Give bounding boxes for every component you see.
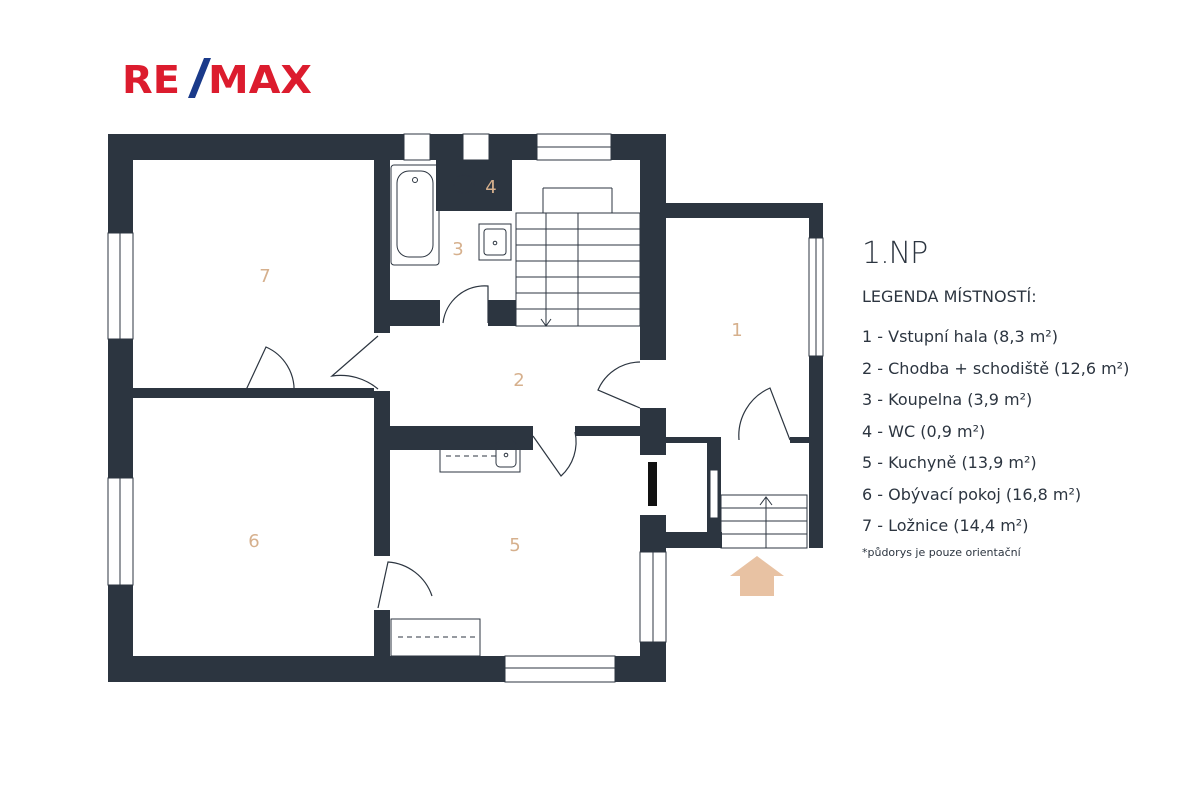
room-label-3: 3 xyxy=(452,239,463,260)
legend-item: 6 - Obývací pokoj (16,8 m²) xyxy=(862,484,1082,504)
svg-text:RE: RE xyxy=(122,58,180,98)
legend-item: 4 - WC (0,9 m²) xyxy=(862,421,986,441)
legend-item: 1 - Vstupní hala (8,3 m²) xyxy=(862,327,1058,346)
floor-title: 1.NP xyxy=(862,236,928,271)
room-label-4: 4 xyxy=(485,177,496,198)
legend-item: 2 - Chodba + schodiště (12,6 m²) xyxy=(862,358,1130,378)
legend-list: 1 - Vstupní hala (8,3 m²) 2 - Chodba + s… xyxy=(862,326,1129,547)
remax-logo: RE MAX xyxy=(122,58,312,98)
entrance-arrow xyxy=(730,556,784,596)
disclaimer-note: *půdorys je pouze orientační xyxy=(862,546,1021,559)
stairs xyxy=(515,187,808,549)
room-label-1: 1 xyxy=(731,320,742,341)
legend-item: 7 - Ložnice (14,4 m²) xyxy=(862,516,1029,535)
fixtures xyxy=(390,164,521,657)
legend-title: LEGENDA MÍSTNOSTÍ: xyxy=(862,287,1037,306)
legend-item: 5 - Kuchyně (13,9 m²) xyxy=(862,453,1037,472)
svg-text:MAX: MAX xyxy=(208,58,312,98)
room-label-2: 2 xyxy=(513,370,524,391)
walls xyxy=(108,134,823,682)
room-label-5: 5 xyxy=(509,535,520,556)
room-label-6: 6 xyxy=(248,531,259,552)
room-label-7: 7 xyxy=(259,266,270,287)
legend-item: 3 - Koupelna (3,9 m²) xyxy=(862,390,1033,409)
doors xyxy=(245,285,791,609)
